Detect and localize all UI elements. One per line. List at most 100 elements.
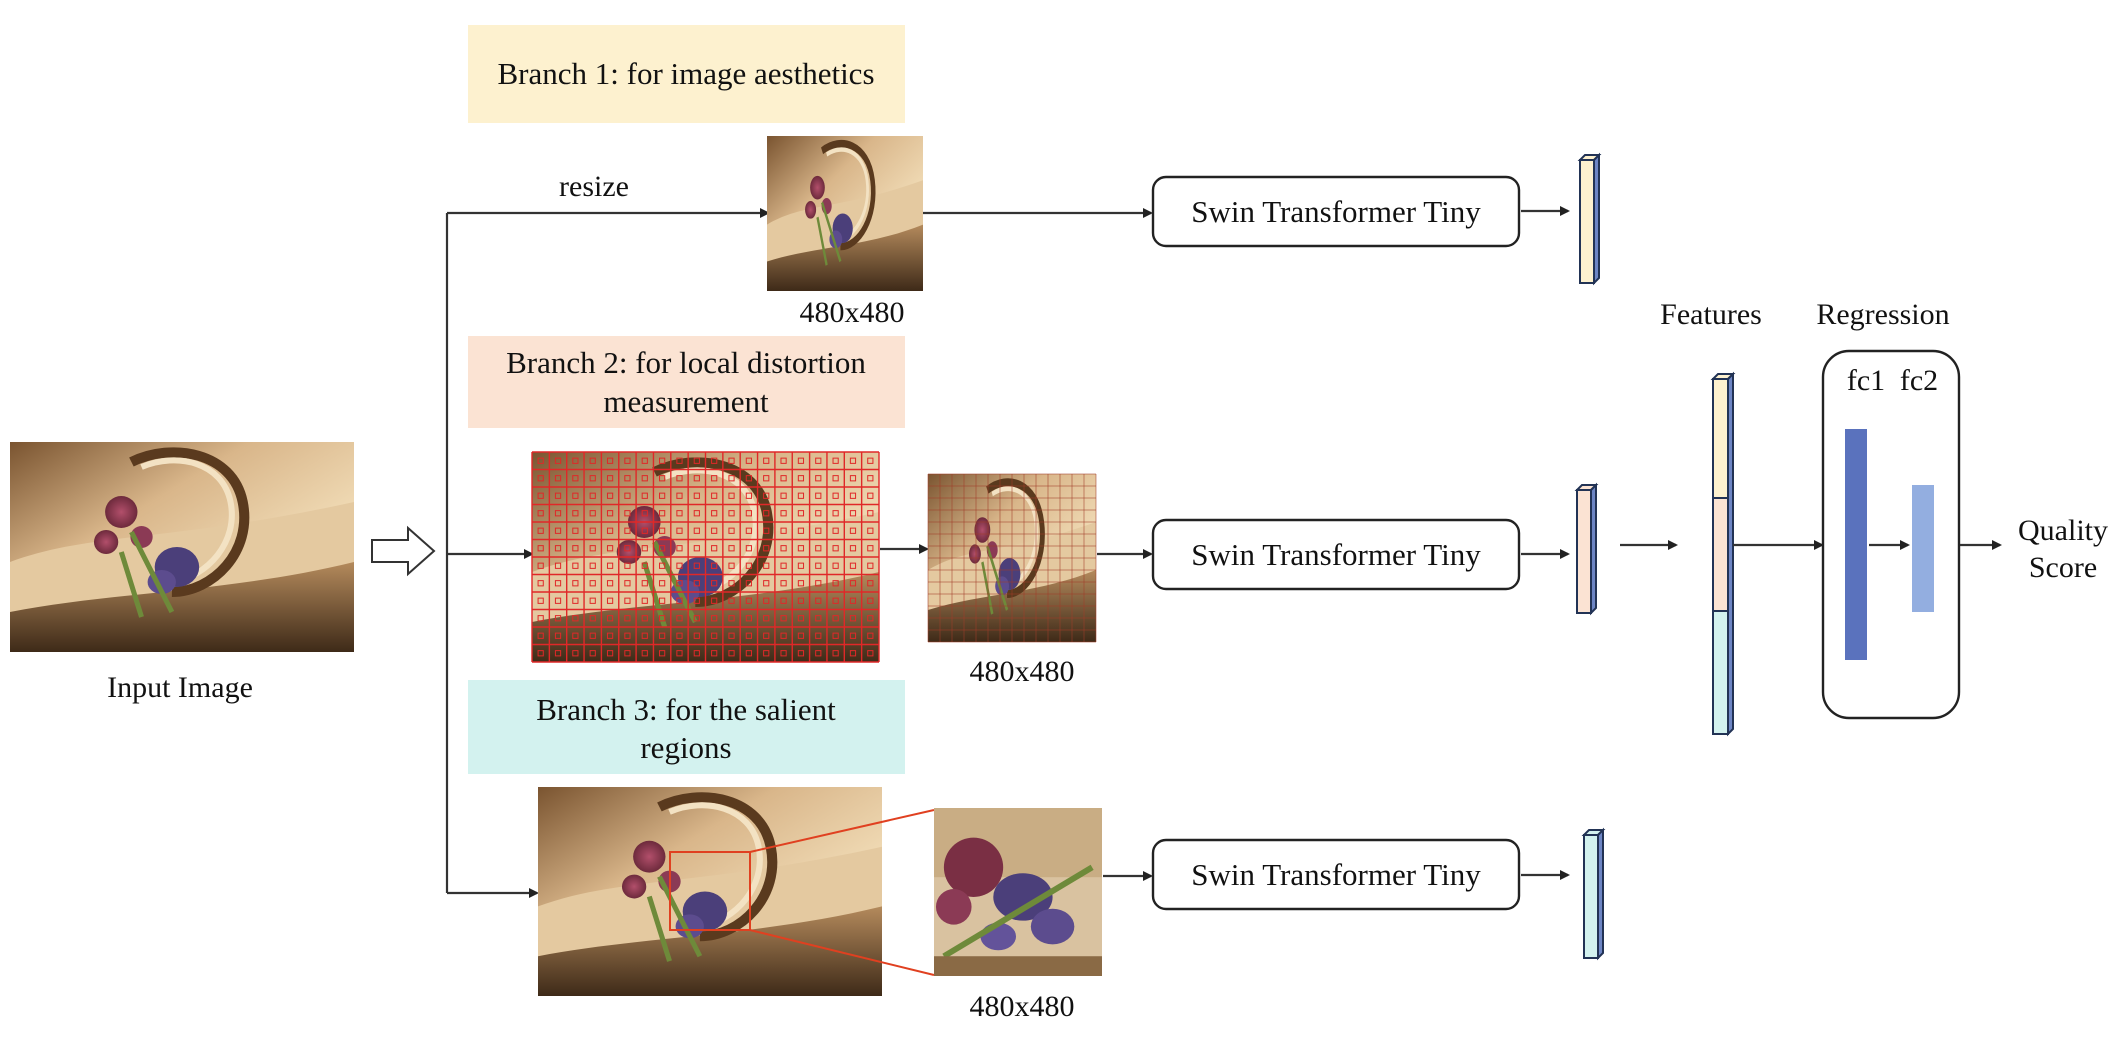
patch-sample (624, 545, 631, 552)
patch-sample (728, 632, 735, 639)
swin-encoder-1 (1151, 175, 1521, 248)
patch-sample (624, 562, 631, 569)
branch1-label-box (468, 25, 905, 123)
regression-label: Regression (1816, 298, 1949, 331)
patch-sample (745, 527, 752, 534)
patch-sample (589, 510, 596, 517)
patch-sample (554, 527, 562, 534)
patch-sample (659, 475, 666, 482)
patch-sample (797, 475, 805, 482)
output-label-line2: Score (2029, 551, 2097, 584)
patch-sample (867, 527, 874, 534)
patch-sample (832, 545, 839, 552)
patch-sample (832, 475, 839, 482)
patch-sample (711, 510, 718, 517)
patch-sample (554, 562, 562, 569)
patch-sample (659, 650, 666, 657)
fc1-layer (1845, 429, 1867, 660)
patch-sample (815, 562, 822, 569)
patch-sample (780, 457, 787, 464)
patch-sample (867, 457, 874, 464)
patch-sample (815, 527, 822, 534)
patch-grid (531, 451, 880, 663)
branch2-label-line1: Branch 2: for local distortion (506, 345, 866, 380)
patch-sample (815, 615, 822, 622)
patch-sample (867, 650, 874, 657)
patch-sample (711, 475, 718, 482)
patch-sample (745, 475, 752, 482)
patch-sample (554, 597, 562, 604)
patch-sample (572, 597, 579, 604)
patch-sample (659, 545, 666, 552)
patch-sample (728, 562, 735, 569)
patch-sample (693, 580, 700, 587)
patch-sample (606, 650, 614, 657)
patch-sample (849, 475, 857, 482)
branch2-patch-mosaic (927, 473, 1097, 643)
patch-sample (849, 650, 857, 657)
patch-sample (676, 615, 683, 622)
patch-sample (797, 457, 805, 464)
patch-sample (676, 580, 683, 587)
regression-box (1821, 349, 1961, 720)
patch-sample (780, 545, 787, 552)
patch-sample (537, 545, 544, 552)
patch-sample (763, 650, 770, 657)
patch-sample (832, 510, 839, 517)
patch-sample (815, 597, 822, 604)
patch-sample (537, 597, 544, 604)
patch-sample (572, 632, 579, 639)
patch-sample (572, 492, 579, 499)
patch-sample (728, 457, 735, 464)
patch-sample (537, 475, 544, 482)
patch-sample (832, 597, 839, 604)
patch-sample (537, 492, 544, 499)
patch-sample (554, 580, 562, 587)
patch-sample (728, 510, 735, 517)
patch-sample (589, 615, 596, 622)
concatenated-features (1710, 371, 1736, 737)
patch-sample (659, 562, 666, 569)
patch-sample (641, 650, 648, 657)
patch-sample (693, 457, 700, 464)
patch-sample (763, 527, 770, 534)
patch-sample (849, 492, 857, 499)
patch-sample (676, 562, 683, 569)
patch-sample (693, 492, 700, 499)
patch-sample (624, 510, 631, 517)
patch-sample (606, 527, 614, 534)
patch-sample (797, 580, 805, 587)
patch-sample (728, 597, 735, 604)
patch-sample (589, 562, 596, 569)
patch-sample (606, 580, 614, 587)
patch-sample (659, 597, 666, 604)
patch-sample (797, 562, 805, 569)
input-image-label: Input Image (107, 671, 253, 704)
patch-sample (676, 475, 683, 482)
patch-sample (572, 580, 579, 587)
patch-sample (554, 615, 562, 622)
patch-sample (763, 615, 770, 622)
patch-sample (641, 632, 648, 639)
input-image (10, 442, 354, 652)
patch-sample (676, 510, 683, 517)
patch-sample (797, 527, 805, 534)
patch-sample (606, 510, 614, 517)
patch-sample (589, 632, 596, 639)
feature-vector-1 (1577, 152, 1602, 286)
patch-sample (693, 632, 700, 639)
patch-sample (849, 615, 857, 622)
patch-sample (554, 650, 562, 657)
patch-sample (849, 632, 857, 639)
patch-sample (572, 475, 579, 482)
patch-sample (711, 615, 718, 622)
patch-sample (606, 492, 614, 499)
patch-sample (849, 580, 857, 587)
patch-sample (745, 632, 752, 639)
patch-sample (537, 615, 544, 622)
patch-sample (745, 510, 752, 517)
patch-sample (537, 562, 544, 569)
branch2-label-box (468, 336, 905, 428)
patch-sample (624, 632, 631, 639)
